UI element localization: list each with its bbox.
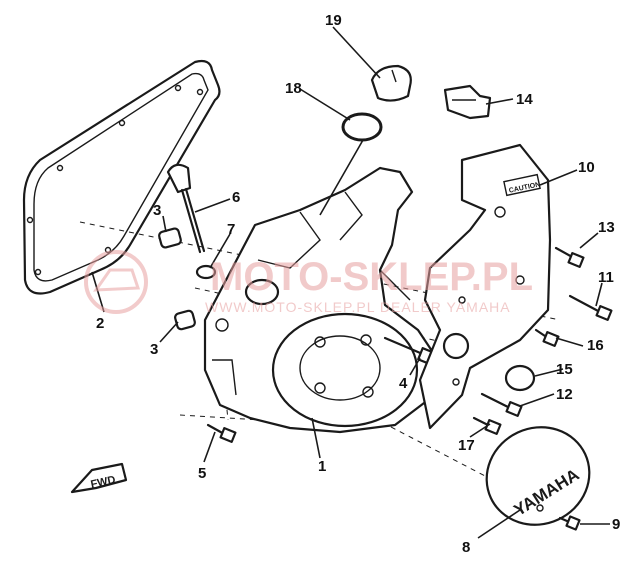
- callout-numbers: 19 18 14 10 6 3 7 13 11 2 3 16 15 4 12 1…: [96, 12, 620, 556]
- callout-16: 16: [587, 337, 604, 354]
- watermark: MOTO-SKLEP.PL WWW.MOTO-SKLEP.PL DEALER Y…: [84, 250, 533, 315]
- watermark-sub-text: WWW.MOTO-SKLEP.PL DEALER YAMAHA: [205, 299, 511, 315]
- bolt-12: [480, 392, 523, 417]
- callout-8: 8: [462, 539, 470, 556]
- direction-label: FWD: [90, 474, 117, 491]
- leader-lines: [91, 26, 610, 539]
- forward-direction-arrow: FWD: [70, 462, 128, 494]
- crankcase-cover-left: [203, 166, 440, 434]
- callout-12: 12: [556, 386, 573, 403]
- callout-19: 19: [325, 12, 342, 29]
- o-ring-small: [195, 264, 217, 280]
- inspection-plug: [504, 364, 536, 392]
- callout-11: 11: [598, 269, 614, 286]
- callout-6: 6: [232, 189, 240, 206]
- bolt-16: [534, 328, 560, 347]
- o-ring-large: [341, 112, 383, 142]
- dowel-pin-lower: [174, 309, 196, 331]
- grommet: [443, 84, 492, 120]
- screw-9: [558, 515, 581, 531]
- dowel-pin-upper: [158, 227, 182, 249]
- callout-17: 17: [458, 437, 475, 454]
- oil-level-dipstick: [166, 163, 206, 254]
- callout-4: 4: [399, 375, 408, 392]
- filler-plug: [370, 64, 412, 102]
- callout-5: 5: [198, 465, 206, 482]
- gasket: [22, 59, 221, 295]
- watermark-main-text: MOTO-SKLEP.PL: [210, 255, 533, 299]
- callout-14: 14: [516, 91, 533, 108]
- bolt-5: [206, 423, 237, 443]
- callout-10: 10: [578, 159, 595, 176]
- callout-3-upper: 3: [153, 202, 161, 219]
- chain-guard-cover: CAUTION: [418, 143, 552, 430]
- callout-2: 2: [96, 315, 104, 332]
- callout-7: 7: [227, 221, 235, 238]
- callout-15: 15: [556, 361, 573, 378]
- bolt-13: [554, 246, 585, 268]
- callout-13: 13: [598, 219, 615, 236]
- yamaha-emblem-cover: YAMAHA: [485, 426, 591, 526]
- callout-3-lower: 3: [150, 341, 158, 358]
- callout-18: 18: [285, 80, 302, 97]
- bolt-11: [568, 294, 613, 321]
- callout-9: 9: [612, 516, 620, 533]
- callout-1: 1: [318, 458, 326, 475]
